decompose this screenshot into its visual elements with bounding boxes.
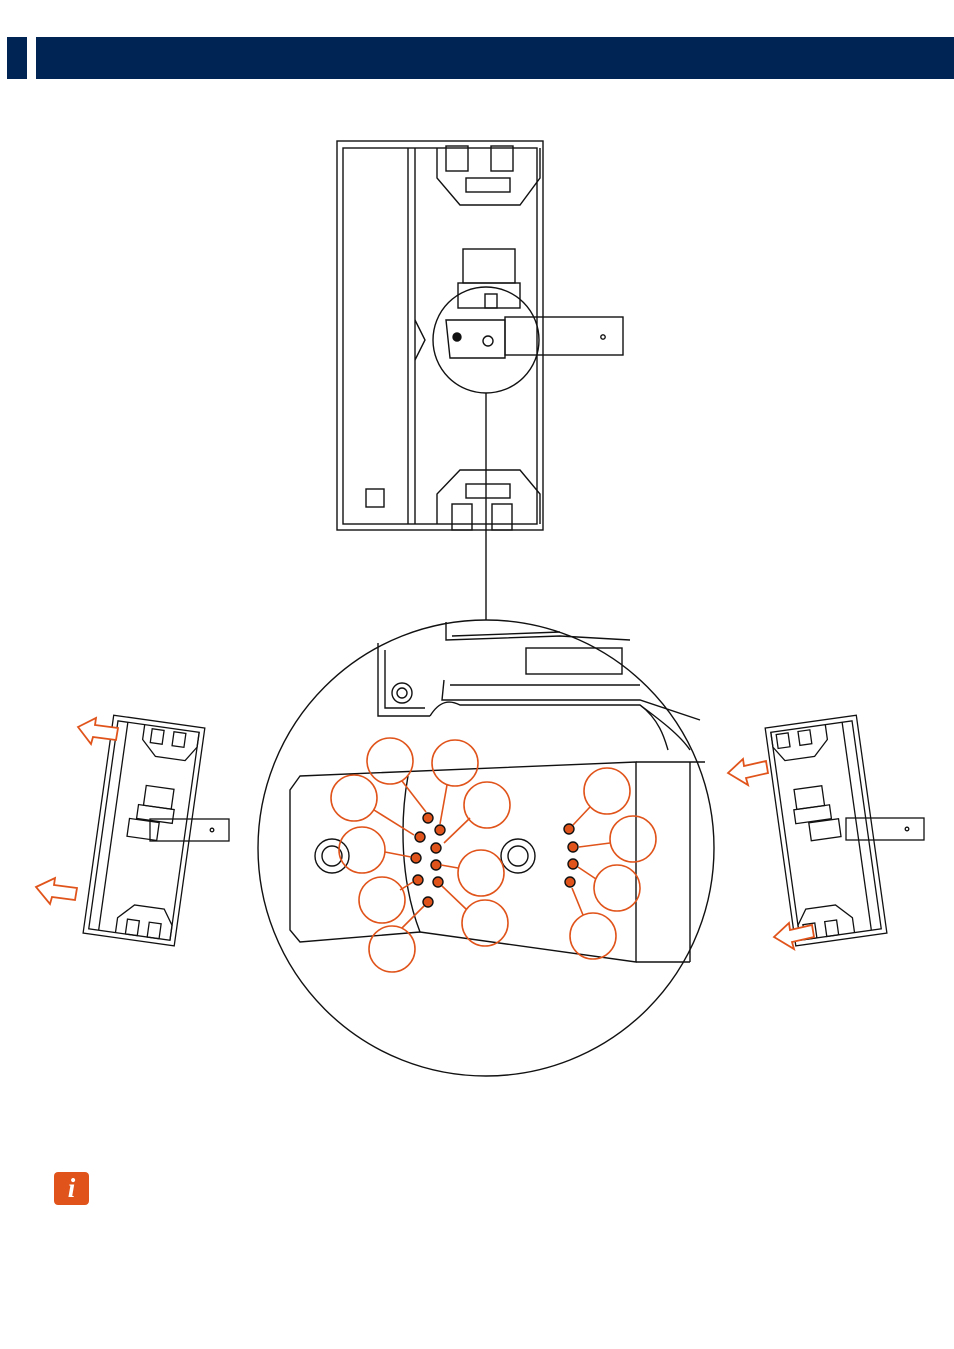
speaker-tilted-left <box>82 714 206 947</box>
page-header-bar <box>36 37 954 79</box>
arrow-icon <box>34 716 120 906</box>
arrow-icon <box>726 757 816 951</box>
info-icon: i <box>54 1172 89 1205</box>
detail-magnifier <box>257 619 715 1077</box>
bar-left-speaker <box>149 818 230 842</box>
callouts-right <box>569 767 657 960</box>
rigging-holes-left <box>410 812 446 908</box>
speaker-tilted-right <box>764 714 888 947</box>
callouts-left <box>330 737 511 973</box>
rigging-holes-right <box>563 823 579 888</box>
speaker-top-view <box>336 140 624 620</box>
header-marker <box>7 37 27 79</box>
bar-right-speaker <box>845 817 925 841</box>
